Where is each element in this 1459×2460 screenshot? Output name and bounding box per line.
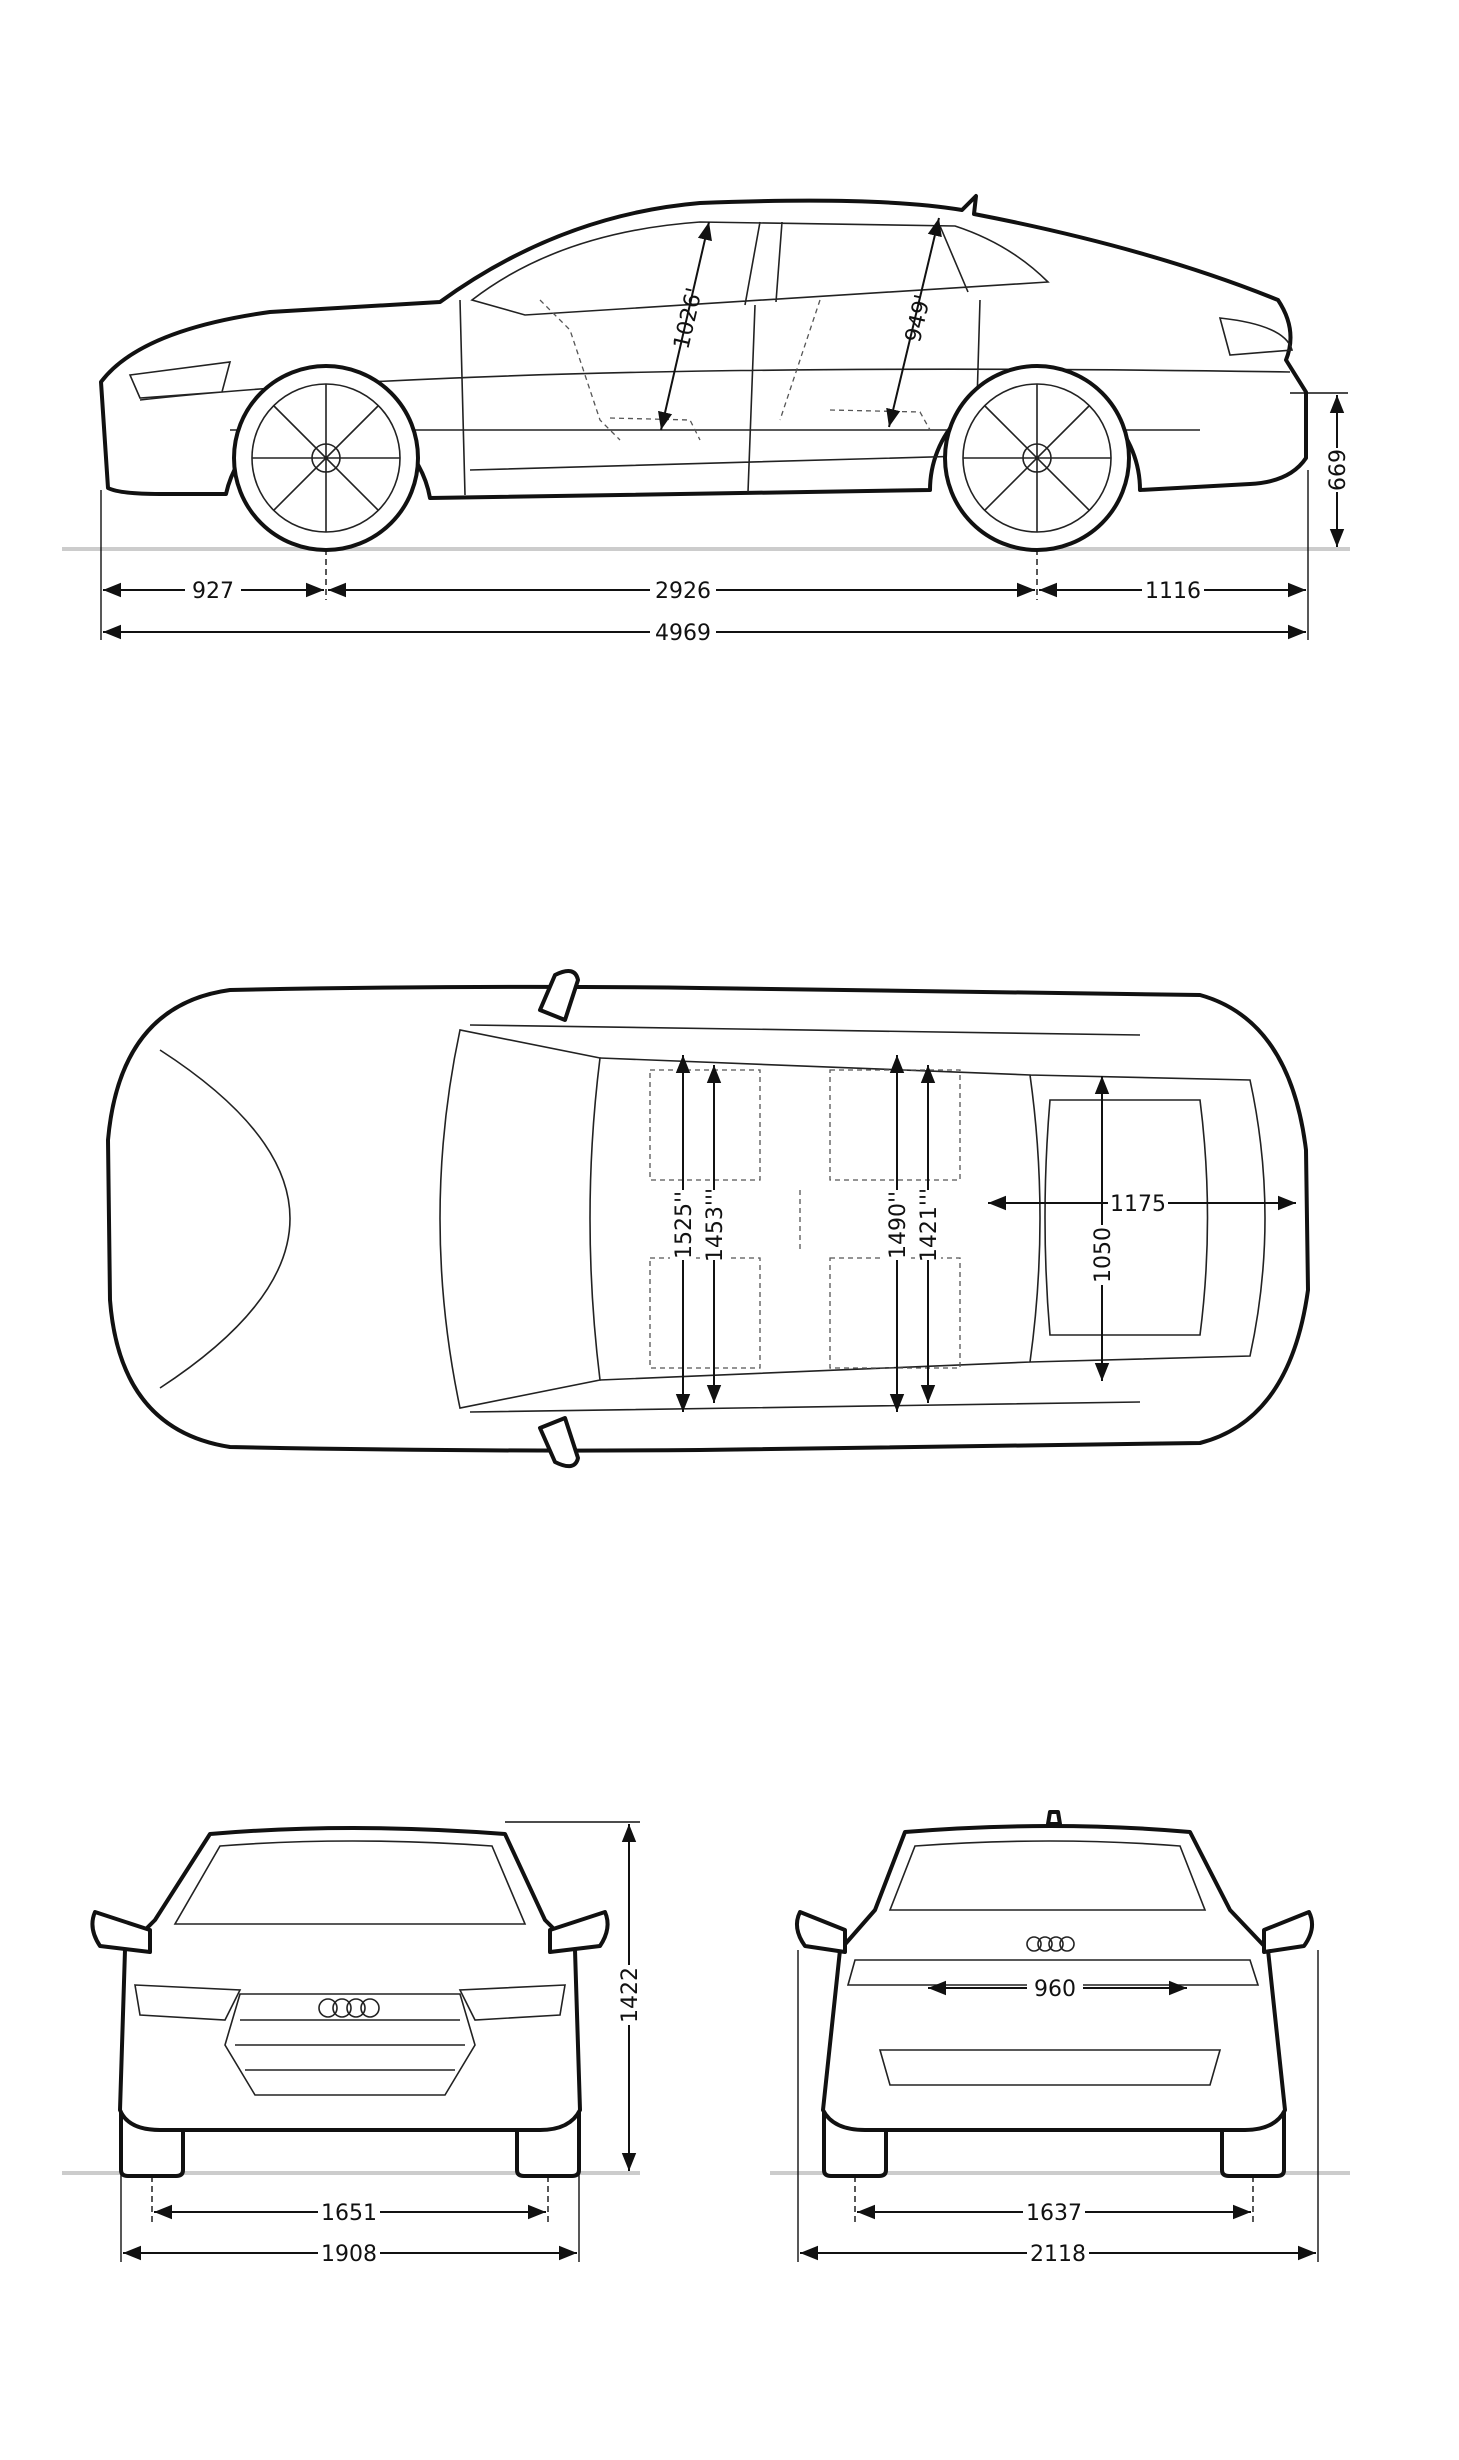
- dim-trunk-lip-height: 669: [1324, 395, 1351, 547]
- front-track-label: 1651: [321, 2201, 377, 2226]
- mirror-right-top: [538, 1416, 580, 1469]
- mirror-left-top: [538, 969, 580, 1022]
- trunk-length-label: 1175: [1110, 1192, 1166, 1217]
- mirror-left-front: [90, 1910, 152, 1954]
- overall-length-label: 4969: [655, 621, 711, 646]
- rear-wheel: [943, 364, 1131, 552]
- front-overhang-label: 927: [192, 579, 234, 604]
- dim-width-with-mirrors: 2118: [800, 2240, 1316, 2267]
- dim-front-track: 1651: [154, 2199, 546, 2226]
- width-with-mirrors-label: 2118: [1030, 2242, 1086, 2267]
- trunk-width-label: 1050: [1091, 1227, 1116, 1283]
- front-view: 1651 1908 1422: [62, 1821, 643, 2267]
- rear-diffuser: [878, 2049, 1222, 2086]
- dim-wheelbase: 2926: [328, 577, 1035, 604]
- dim-trunk-width: 1050: [1089, 1076, 1116, 1381]
- seats-top: [649, 1069, 961, 1369]
- headlights-front: [134, 1984, 566, 2021]
- mirror-right-rear: [1262, 1910, 1315, 1954]
- dim-front-shoulder-width: 1525'': [670, 1055, 697, 1412]
- rear-elbow-width-label: 1421''': [917, 1188, 942, 1262]
- rear-window-top: [1044, 1099, 1209, 1336]
- front-wheel: [232, 364, 420, 552]
- audi-rings-front: [318, 1998, 380, 2018]
- antenna-rear: [1046, 1810, 1062, 1826]
- dim-front-overhang: 927: [103, 577, 324, 604]
- loading-width-label: 960: [1034, 1977, 1076, 2002]
- taillights-rear: [846, 1959, 1260, 1986]
- height-label: 1422: [618, 1967, 643, 2023]
- rear-window: [888, 1840, 1207, 1911]
- width-label: 1908: [321, 2242, 377, 2267]
- mirror-left-rear: [794, 1910, 847, 1954]
- rear-track-label: 1637: [1026, 2201, 1082, 2226]
- wheelbase-label: 2926: [655, 579, 711, 604]
- dim-rear-overhang: 1116: [1039, 577, 1306, 604]
- dim-loading-width: 960: [928, 1975, 1187, 2002]
- front-elbow-width-label: 1453''': [703, 1188, 728, 1262]
- trunk-lip-height-label: 669: [1326, 449, 1351, 491]
- mirror-right-front: [548, 1910, 610, 1954]
- dim-rear-elbow-width: 1421''': [915, 1065, 942, 1403]
- windshield-top: [439, 1029, 601, 1409]
- dim-overall-length: 4969: [103, 619, 1306, 646]
- dim-width: 1908: [123, 2240, 577, 2267]
- body-lines: [128, 299, 1294, 496]
- rear-shoulder-width-label: 1490'': [886, 1191, 911, 1259]
- grille-front: [224, 1993, 476, 2096]
- top-view: 1525'' 1453''' 1490'' 1421''' 1050 1175: [106, 969, 1310, 1469]
- front-shoulder-width-label: 1525'': [672, 1191, 697, 1259]
- rear-view: 960 1637 2118: [770, 1810, 1350, 2267]
- roof-outline-top: [159, 1024, 1266, 1413]
- audi-rings-rear: [1026, 1936, 1075, 1952]
- dim-rear-track: 1637: [857, 2199, 1251, 2226]
- windshield-front: [173, 1840, 527, 1925]
- dim-height: 1422: [616, 1824, 643, 2171]
- dim-front-elbow-width: 1453''': [701, 1065, 728, 1403]
- car-body-front: [118, 1826, 582, 2132]
- dim-trunk-length: 1175: [988, 1190, 1296, 1217]
- dim-rear-shoulder-width: 1490'': [884, 1055, 911, 1412]
- side-view: 927 2926 1116 4969 669 1026' 949': [62, 194, 1351, 646]
- rear-overhang-label: 1116: [1145, 579, 1201, 604]
